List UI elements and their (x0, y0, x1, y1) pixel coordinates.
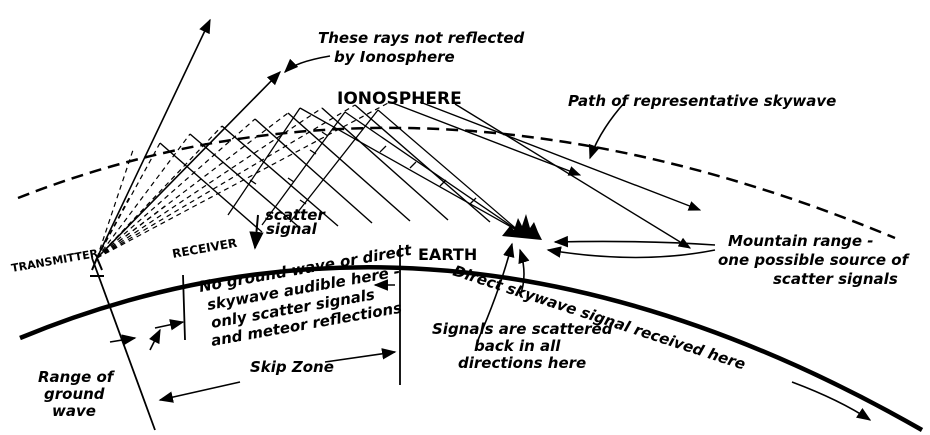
scattered-label-3: directions here (458, 354, 586, 372)
transmitter-label: TRANSMITTER (10, 247, 99, 275)
scattered-label-2: back in all (474, 337, 561, 355)
transmitter-ray-fan (96, 101, 391, 259)
scatter-rays (227, 107, 521, 233)
receiver-label: RECEIVER (171, 236, 238, 261)
range-label-3: wave (52, 402, 96, 420)
rays-not-reflected-label-1: These rays not reflected (318, 29, 525, 47)
scattered-label-1: Signals are scattered (432, 320, 613, 338)
skywave-path-label: Path of representative skywave (568, 92, 836, 110)
transmitter-mark (90, 255, 104, 277)
scatter-label-1: scatter (265, 206, 326, 224)
scatter-arrow (249, 214, 264, 250)
unreflected-rays (96, 18, 282, 259)
range-label-2: ground (44, 385, 105, 403)
ionosphere-label: IONOSPHERE (337, 89, 462, 109)
mountain-range (502, 214, 542, 240)
range-label-1: Range of (38, 368, 116, 386)
mountain-label-3: scatter signals (773, 270, 898, 288)
rays-not-reflected-label-2: by Ionosphere (334, 48, 455, 66)
earth-label: EARTH (418, 245, 477, 264)
zone-arrows (109, 55, 872, 421)
scatter-label-2: signal (266, 220, 318, 238)
ionosphere-arc (17, 126, 896, 240)
skip-zone-label: Skip Zone (250, 358, 334, 376)
mountain-label-2: one possible source of (718, 251, 911, 269)
mountain-label-1: Mountain range - (728, 232, 873, 250)
earth-surface (19, 265, 924, 432)
reflected-rays (159, 101, 702, 249)
